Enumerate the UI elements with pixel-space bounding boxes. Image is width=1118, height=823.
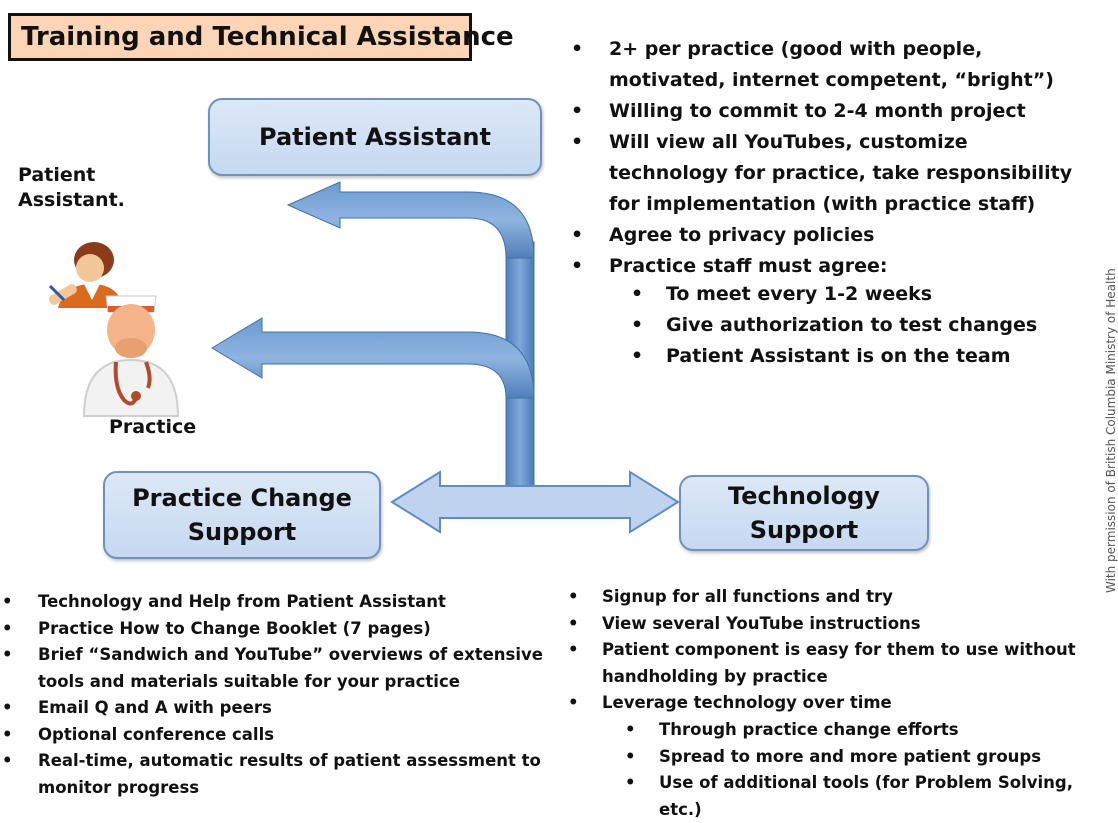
list-item: Leverage technology over time <box>568 690 1113 717</box>
double-arrow <box>390 470 680 534</box>
list-item: Through practice change efforts <box>568 717 1113 744</box>
arrow-to-practice <box>211 317 535 399</box>
practice-change-support-list: Technology and Help from Patient Assista… <box>2 589 562 801</box>
list-item: Brief “Sandwich and YouTube” overviews o… <box>2 642 562 695</box>
technology-leverage-list: Through practice change efforts Spread t… <box>568 717 1113 823</box>
credit-note: With permission of British Columbia Mini… <box>1104 268 1118 593</box>
list-item: Will view all YouTubes, customize techno… <box>571 127 1091 220</box>
flow-arrows <box>211 181 680 534</box>
practice-label: Practice <box>109 416 197 438</box>
list-item: Spread to more and more patient groups <box>568 744 1113 771</box>
patient-assistant-box: Patient Assistant <box>208 98 542 176</box>
arrow-to-patient-assistant <box>286 181 535 259</box>
patient-assistant-and-practice-icon <box>48 242 180 417</box>
practice-change-support-box: Practice Change Support <box>103 471 381 559</box>
page-title: Training and Technical Assistance <box>8 13 514 61</box>
practice-staff-agreements: To meet every 1-2 weeks Give authorizati… <box>571 279 1091 372</box>
list-item: Patient component is easy for them to us… <box>568 637 1113 690</box>
list-item: Give authorization to test changes <box>571 310 1091 341</box>
technology-support-box: Technology Support <box>679 475 929 551</box>
list-item: Agree to privacy policies <box>571 220 1091 251</box>
list-item: Practice How to Change Booklet (7 pages) <box>2 616 562 643</box>
list-item: Signup for all functions and try <box>568 584 1113 611</box>
list-item: Real-time, automatic results of patient … <box>2 748 562 801</box>
list-item: Willing to commit to 2-4 month project <box>571 96 1091 127</box>
list-item: 2+ per practice (good with people, motiv… <box>571 34 1091 96</box>
list-item: View several YouTube instructions <box>568 611 1113 638</box>
list-item: Practice staff must agree: <box>571 251 1091 282</box>
list-item: Email Q and A with peers <box>2 695 562 722</box>
list-item: Use of additional tools (for Problem Sol… <box>568 770 1113 823</box>
list-item: To meet every 1-2 weeks <box>571 279 1091 310</box>
patient-assistant-label: Patient Assistant. <box>18 164 125 211</box>
list-item: Optional conference calls <box>2 722 562 749</box>
list-item: Technology and Help from Patient Assista… <box>2 589 562 616</box>
list-item: Patient Assistant is on the team <box>571 341 1091 372</box>
patient-assistant-requirements: 2+ per practice (good with people, motiv… <box>571 34 1091 282</box>
technology-support-list: Signup for all functions and try View se… <box>568 584 1113 717</box>
